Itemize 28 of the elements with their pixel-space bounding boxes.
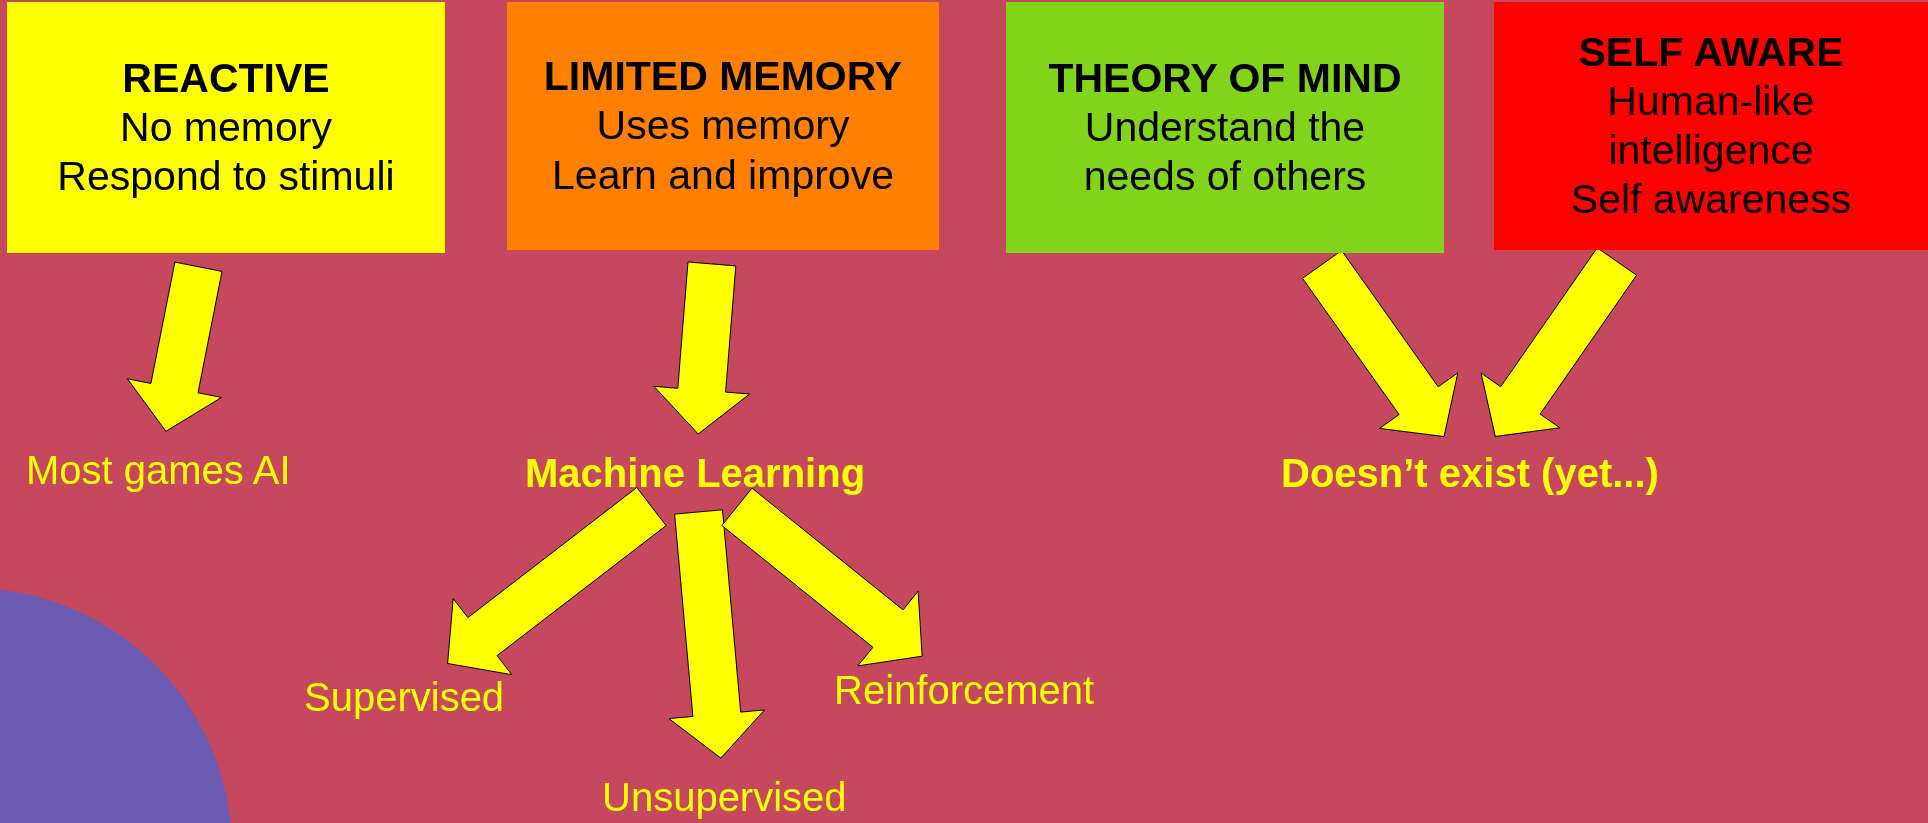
block-arrow bbox=[1302, 250, 1459, 438]
box-heading: LIMITED MEMORY bbox=[543, 52, 903, 102]
block-arrow bbox=[126, 261, 223, 432]
category-box bbox=[1006, 2, 1444, 253]
category-box bbox=[507, 2, 939, 250]
result-text: Most games AI bbox=[26, 445, 291, 495]
result-heading: Doesn’t exist (yet...) bbox=[1281, 448, 1659, 498]
block-arrow bbox=[668, 509, 766, 759]
category-box bbox=[1494, 2, 1928, 250]
result-heading: Machine Learning bbox=[525, 448, 866, 498]
block-arrow bbox=[721, 487, 923, 667]
category-box bbox=[7, 2, 445, 253]
box-text: Uses memory bbox=[596, 101, 850, 151]
box-heading: THEORY OF MIND bbox=[1048, 53, 1402, 103]
box-text: Self awareness bbox=[1570, 175, 1852, 225]
box-text: Respond to stimuli bbox=[57, 152, 395, 202]
block-arrow bbox=[447, 487, 667, 676]
box-text: Learn and improve bbox=[552, 150, 894, 200]
block-arrow bbox=[653, 261, 751, 435]
box-heading: REACTIVE bbox=[122, 53, 330, 103]
result-text: Reinforcement bbox=[834, 665, 1095, 715]
result-text: Unsupervised bbox=[602, 772, 847, 822]
box-text: Understand the needs of others bbox=[1082, 102, 1368, 202]
box-text: No memory bbox=[120, 102, 332, 152]
box-heading: SELF AWARE bbox=[1578, 27, 1844, 77]
box-text: Human-like intelligence bbox=[1606, 76, 1816, 175]
result-text: Supervised bbox=[304, 672, 505, 722]
block-arrow bbox=[1480, 247, 1638, 437]
